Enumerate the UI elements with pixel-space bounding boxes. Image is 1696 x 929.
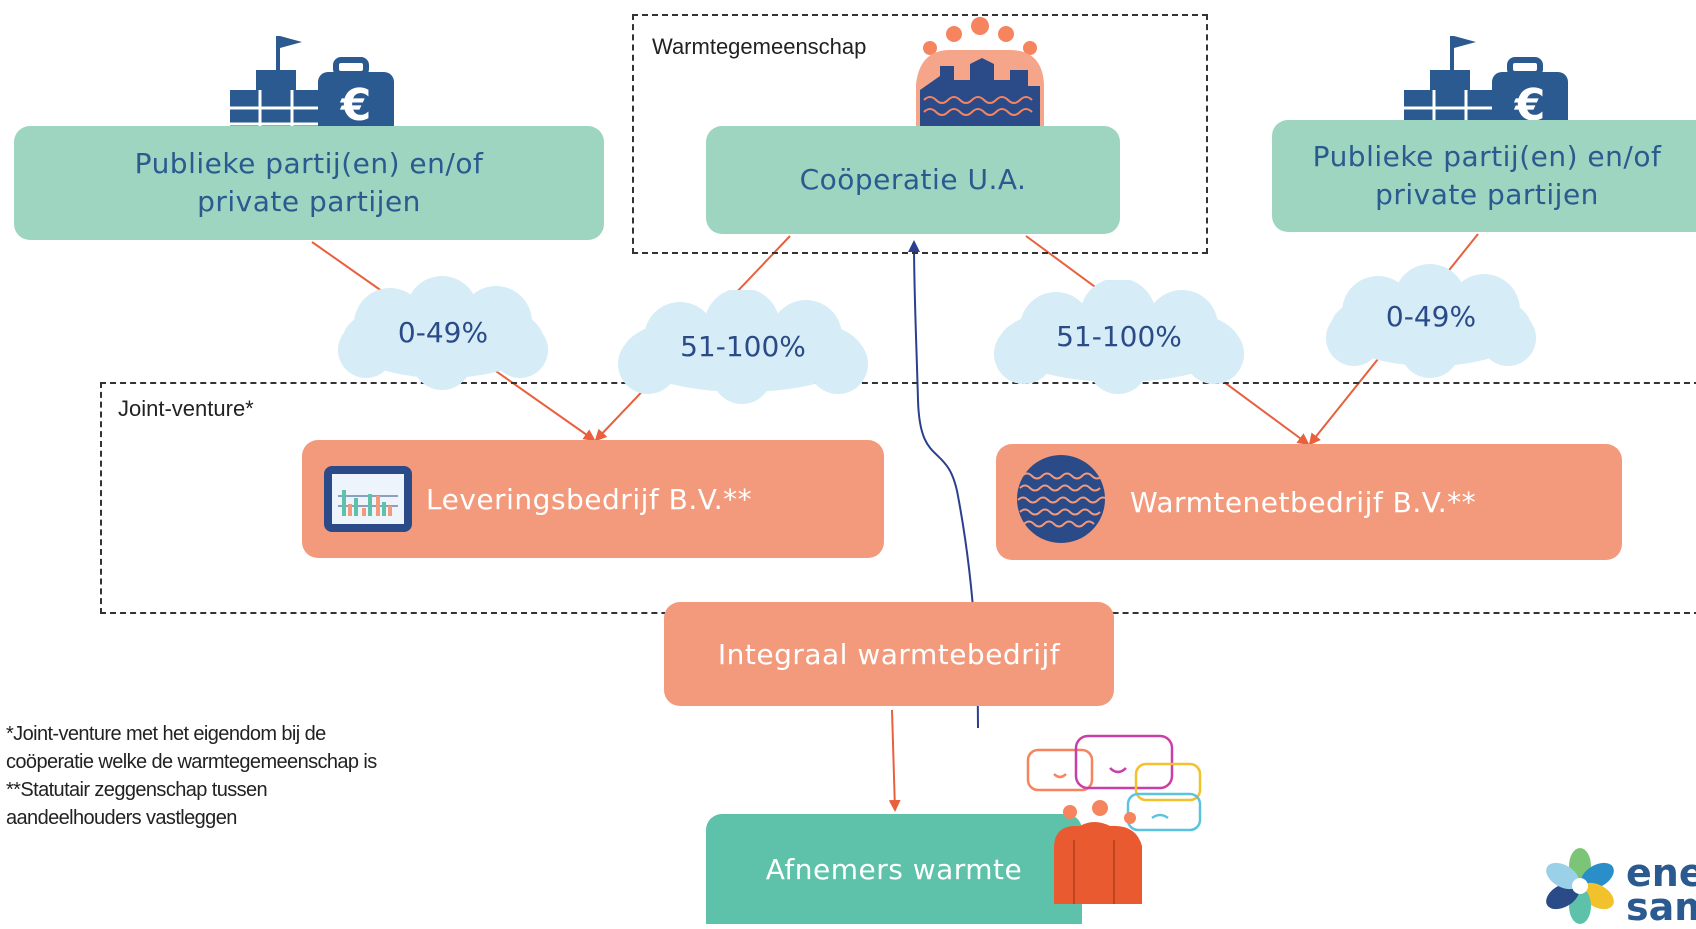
footnote-line-3: **Statutair zeggenschap tussen	[6, 779, 268, 801]
heat-network-company-label: Warmtenetbedrijf B.V.**	[1130, 485, 1477, 519]
cooperative-label: Coöperatie U.A.	[799, 163, 1027, 196]
public-left-line-2: private partijen	[197, 185, 421, 218]
public-right-line-2: private partijen	[1375, 178, 1599, 211]
share-left-public: 0-49%	[397, 316, 489, 349]
public-right-line-1: Publieke partij(en) en/of	[1312, 140, 1662, 173]
cloud-left-coop-share	[618, 290, 868, 404]
integrated-heat-company-box: Integraal warmtebedrijf	[664, 602, 1114, 706]
public-private-parties-right-box: Publieke partij(en) en/of private partij…	[1272, 120, 1696, 232]
heat-network-wave-icon	[1017, 455, 1106, 543]
government-building-euro-briefcase-icon: €	[230, 36, 394, 140]
monitor-chart-icon	[324, 466, 412, 532]
footnotes: *Joint-venture met het eigendom bij de c…	[6, 720, 377, 832]
cloud-right-public-share	[1326, 264, 1536, 378]
heat-customers-label: Afnemers warmte	[765, 852, 1023, 886]
logo-text-line-1: ene	[1626, 851, 1696, 895]
flower-logo-icon	[1546, 848, 1614, 924]
heat-customers-box: Afnemers warmte	[706, 814, 1082, 924]
share-right-coop: 51-100%	[1056, 320, 1182, 353]
svg-text:€: €	[340, 80, 372, 131]
logo-text-line-2: sam	[1626, 885, 1696, 929]
arrow-integraal-to-afnemers	[888, 709, 901, 812]
cloud-right-coop-share	[994, 280, 1244, 394]
supply-company-label: Leveringsbedrijf B.V.**	[426, 482, 753, 516]
community-people-houses-icon	[916, 17, 1044, 126]
cooperative-box: Coöperatie U.A.	[706, 126, 1120, 234]
footnote-line-4: aandeelhouders vastleggen	[6, 807, 237, 829]
logo-text: ene sam	[1626, 851, 1696, 929]
community-group-border	[632, 14, 1208, 254]
public-private-parties-left-box: Publieke partij(en) en/of private partij…	[14, 126, 604, 240]
public-left-line-1: Publieke partij(en) en/of	[134, 147, 484, 180]
footnote-line-1: *Joint-venture met het eigendom bij de	[6, 723, 326, 745]
cloud-left-public-share	[338, 276, 548, 390]
share-left-coop: 51-100%	[680, 330, 806, 363]
joint-venture-group-label: Joint-venture*	[118, 396, 254, 421]
share-right-public: 0-49%	[1385, 300, 1477, 333]
customers-speech-bubbles-icon	[1026, 734, 1202, 904]
integrated-heat-company-label: Integraal warmtebedrijf	[717, 637, 1061, 671]
community-group-label: Warmtegemeenschap	[652, 34, 867, 59]
footnote-line-2: coöperatie welke de warmtegemeenschap is	[6, 751, 377, 773]
